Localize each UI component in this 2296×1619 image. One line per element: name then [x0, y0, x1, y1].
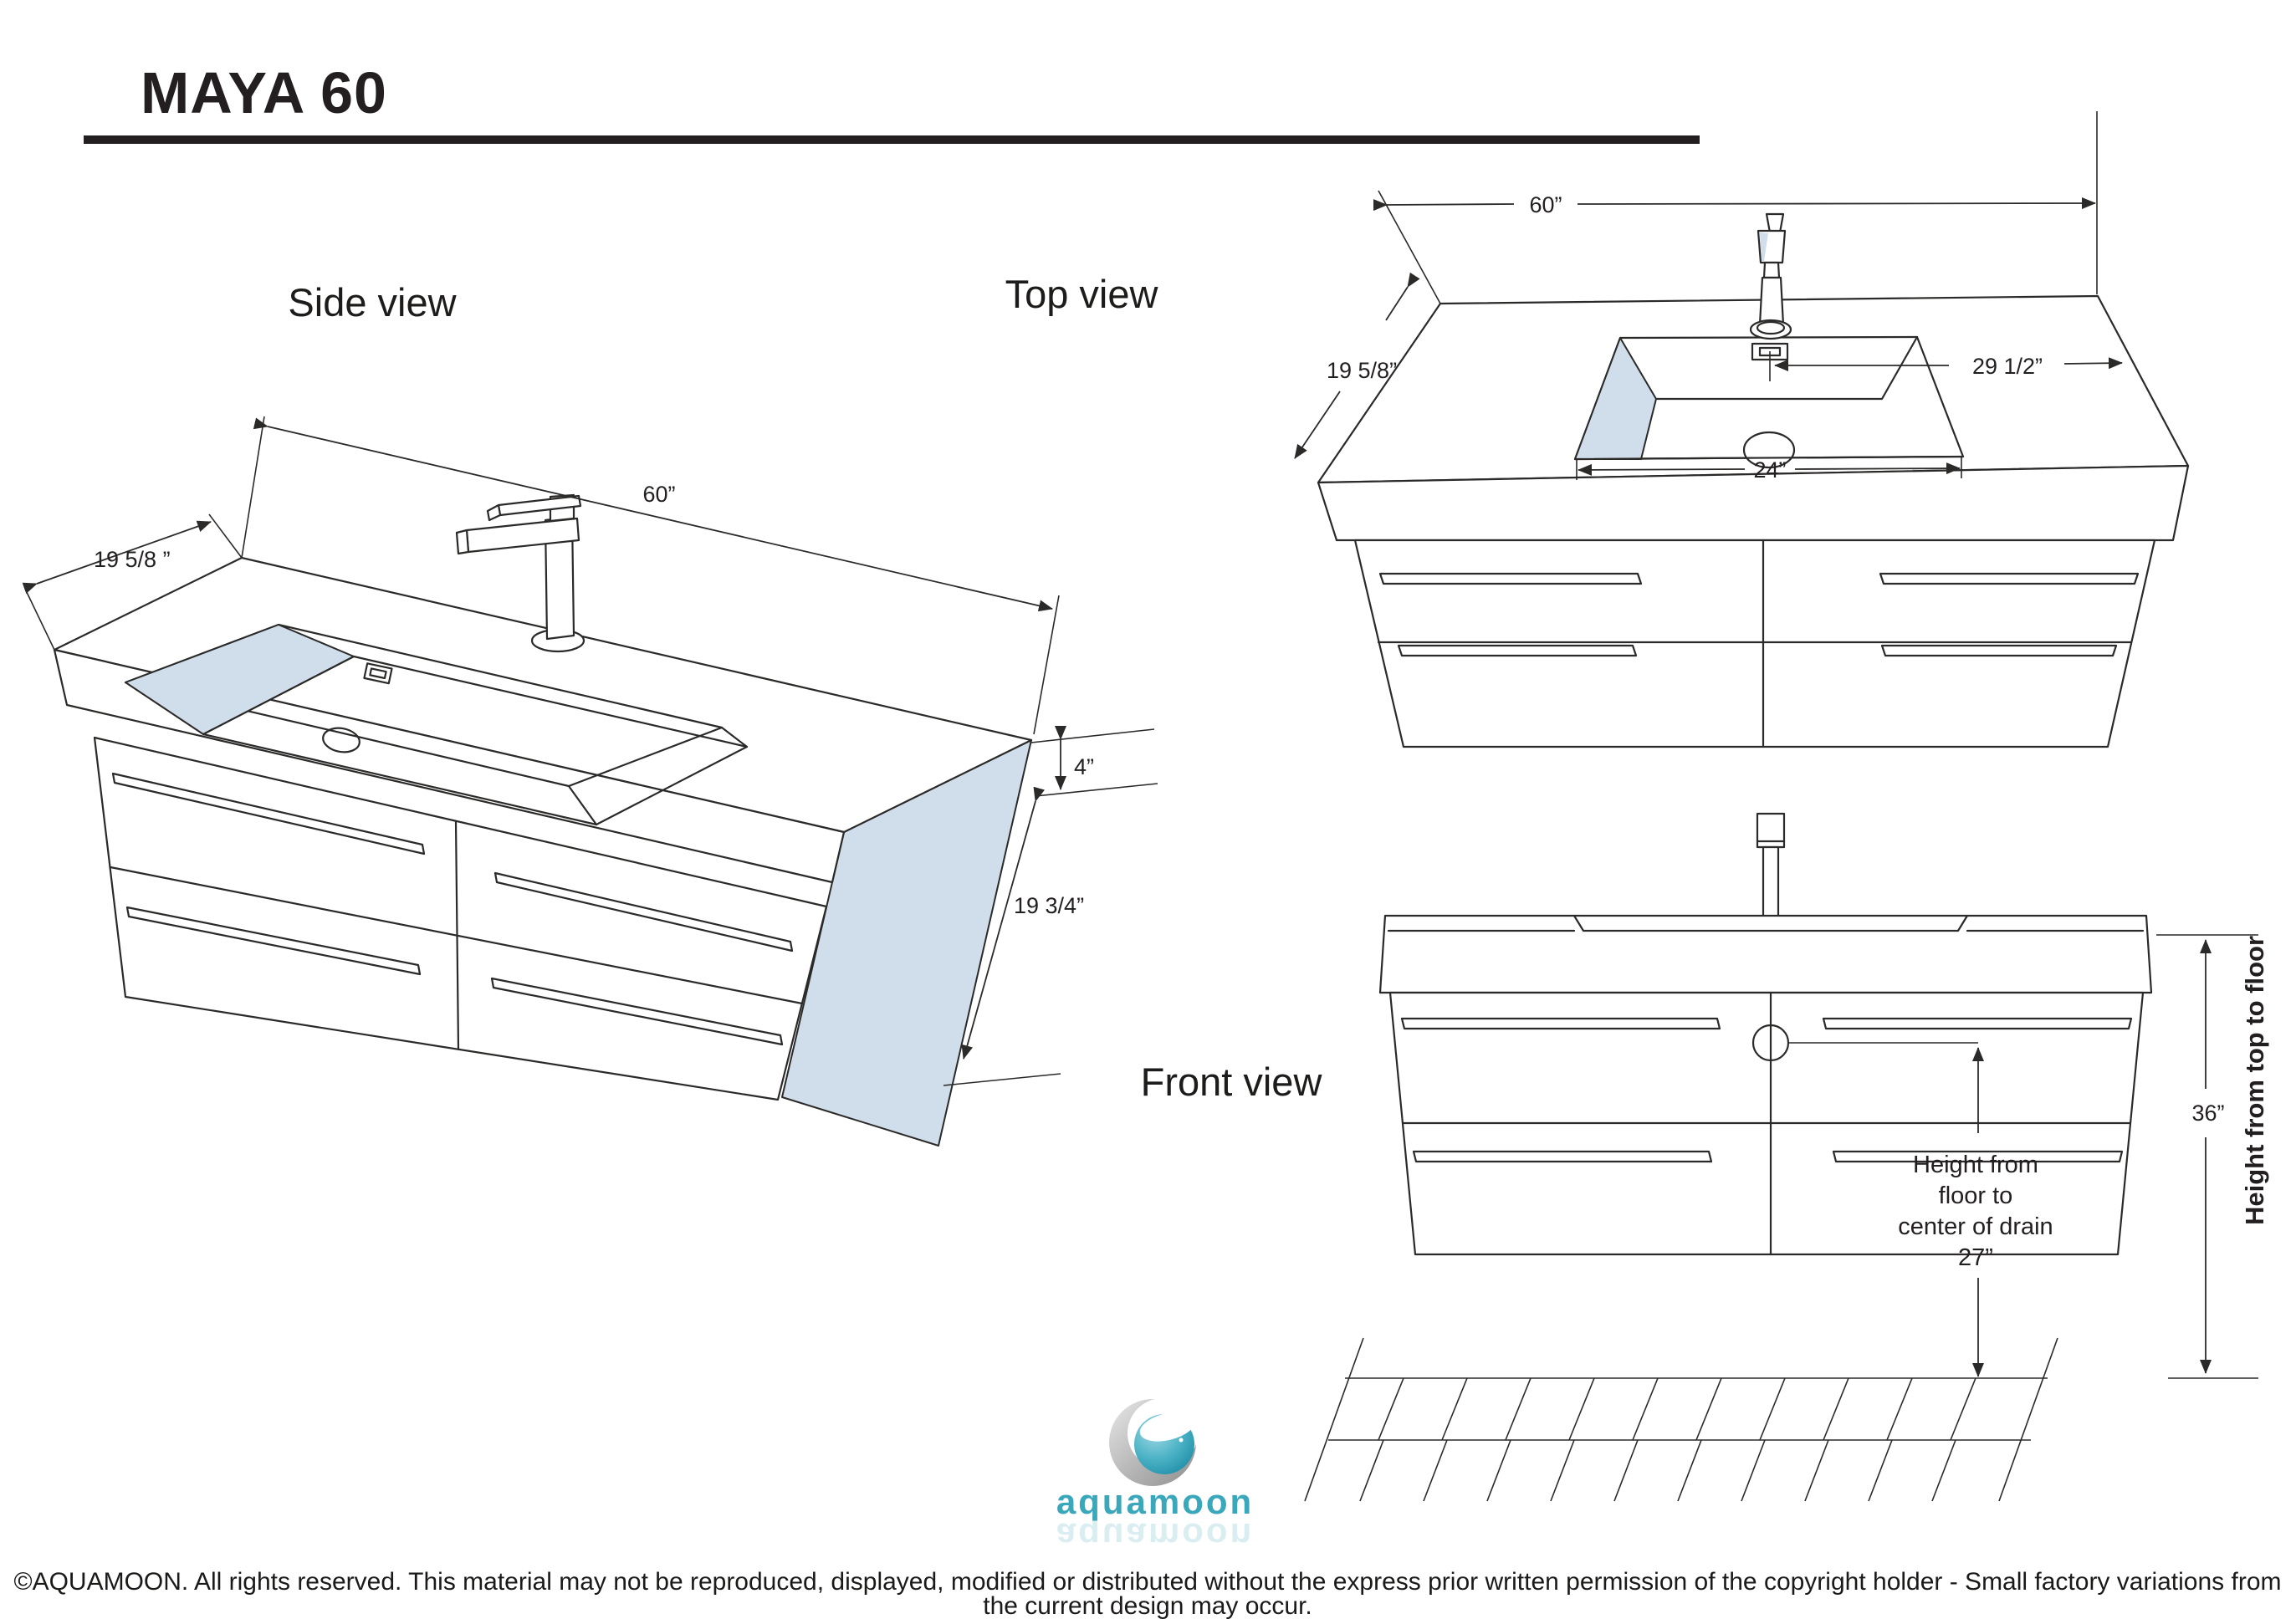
side-drain-icon	[322, 727, 361, 753]
front-view: Front view Height from fl	[1141, 812, 2269, 1502]
footer: ©AQUAMOON. All rights reserved. This mat…	[13, 1568, 2281, 1619]
top-faucet-icon	[1749, 212, 1792, 340]
drain-note-line3: center of drain	[1898, 1213, 2053, 1240]
front-dim-total-height: 36”	[2191, 1101, 2224, 1126]
header: MAYA 60	[84, 60, 1700, 144]
side-dim-cabinet-height: 19 3/4”	[1014, 893, 1084, 918]
side-dim-width: 60”	[642, 482, 675, 507]
height-axis-label: Height from top to floor	[2240, 936, 2269, 1225]
copyright-line2: the current design may occur.	[983, 1592, 1312, 1619]
top-drawer-handles	[1378, 572, 2140, 657]
front-drain-dimension: Height from floor to center of drain 27”	[1788, 1042, 2053, 1377]
side-drawer-handles	[111, 772, 794, 1046]
logo-wordmark: aquamoon	[1056, 1482, 1254, 1521]
front-drawer-handles	[1400, 1017, 2133, 1163]
top-dimensions: 60” 19 5/8” 29 1/2” 24”	[1294, 111, 2123, 483]
aquamoon-logo-icon	[1109, 1398, 1198, 1486]
top-view: Top view	[1005, 111, 2190, 748]
side-overflow-icon	[363, 662, 393, 685]
aquamoon-logo: aquamoon aquamoon	[1056, 1398, 1254, 1555]
logo-wordmark-reflection: aquamoon	[1056, 1516, 1254, 1555]
copyright-line1: ©AQUAMOON. All rights reserved. This mat…	[13, 1568, 2281, 1596]
front-height-dimension: 36” Height from top to floor	[2156, 934, 2269, 1379]
floor-hatching	[1304, 1337, 2058, 1502]
top-dim-basin-width: 24”	[1753, 457, 1786, 483]
drain-note-line4: 27”	[1958, 1244, 1993, 1271]
side-dim-counter-thickness: 4”	[1074, 754, 1094, 779]
top-dim-depth: 19 5/8”	[1327, 358, 1397, 383]
front-counter	[1378, 914, 2153, 994]
front-faucet-icon	[1751, 812, 1790, 932]
top-basin-inner-edges	[1654, 335, 1919, 401]
top-dim-width: 60”	[1529, 192, 1562, 217]
front-basin-recess	[1387, 914, 2145, 932]
top-counter-apron	[1317, 464, 2190, 542]
page-title: MAYA 60	[141, 60, 387, 125]
drain-note-line2: floor to	[1939, 1182, 2013, 1209]
side-dimensions: 60” 19 5/8 ” 4” 19 3/4”	[22, 416, 1158, 1086]
side-view: Side view	[22, 280, 1158, 1147]
drain-note-line1: Height from	[1913, 1152, 2038, 1178]
side-cabinet-row-divider	[109, 866, 804, 1005]
top-basin-front-edge	[1573, 455, 1965, 461]
top-dim-drain-to-edge: 29 1/2”	[1972, 354, 2043, 379]
side-view-label: Side view	[288, 280, 457, 324]
side-dim-depth: 19 5/8 ”	[94, 547, 171, 572]
side-basin-edges	[567, 726, 749, 826]
title-underline	[84, 135, 1700, 144]
front-view-label: Front view	[1141, 1060, 1323, 1104]
top-view-label: Top view	[1005, 272, 1159, 316]
top-cabinet	[1353, 539, 2156, 748]
